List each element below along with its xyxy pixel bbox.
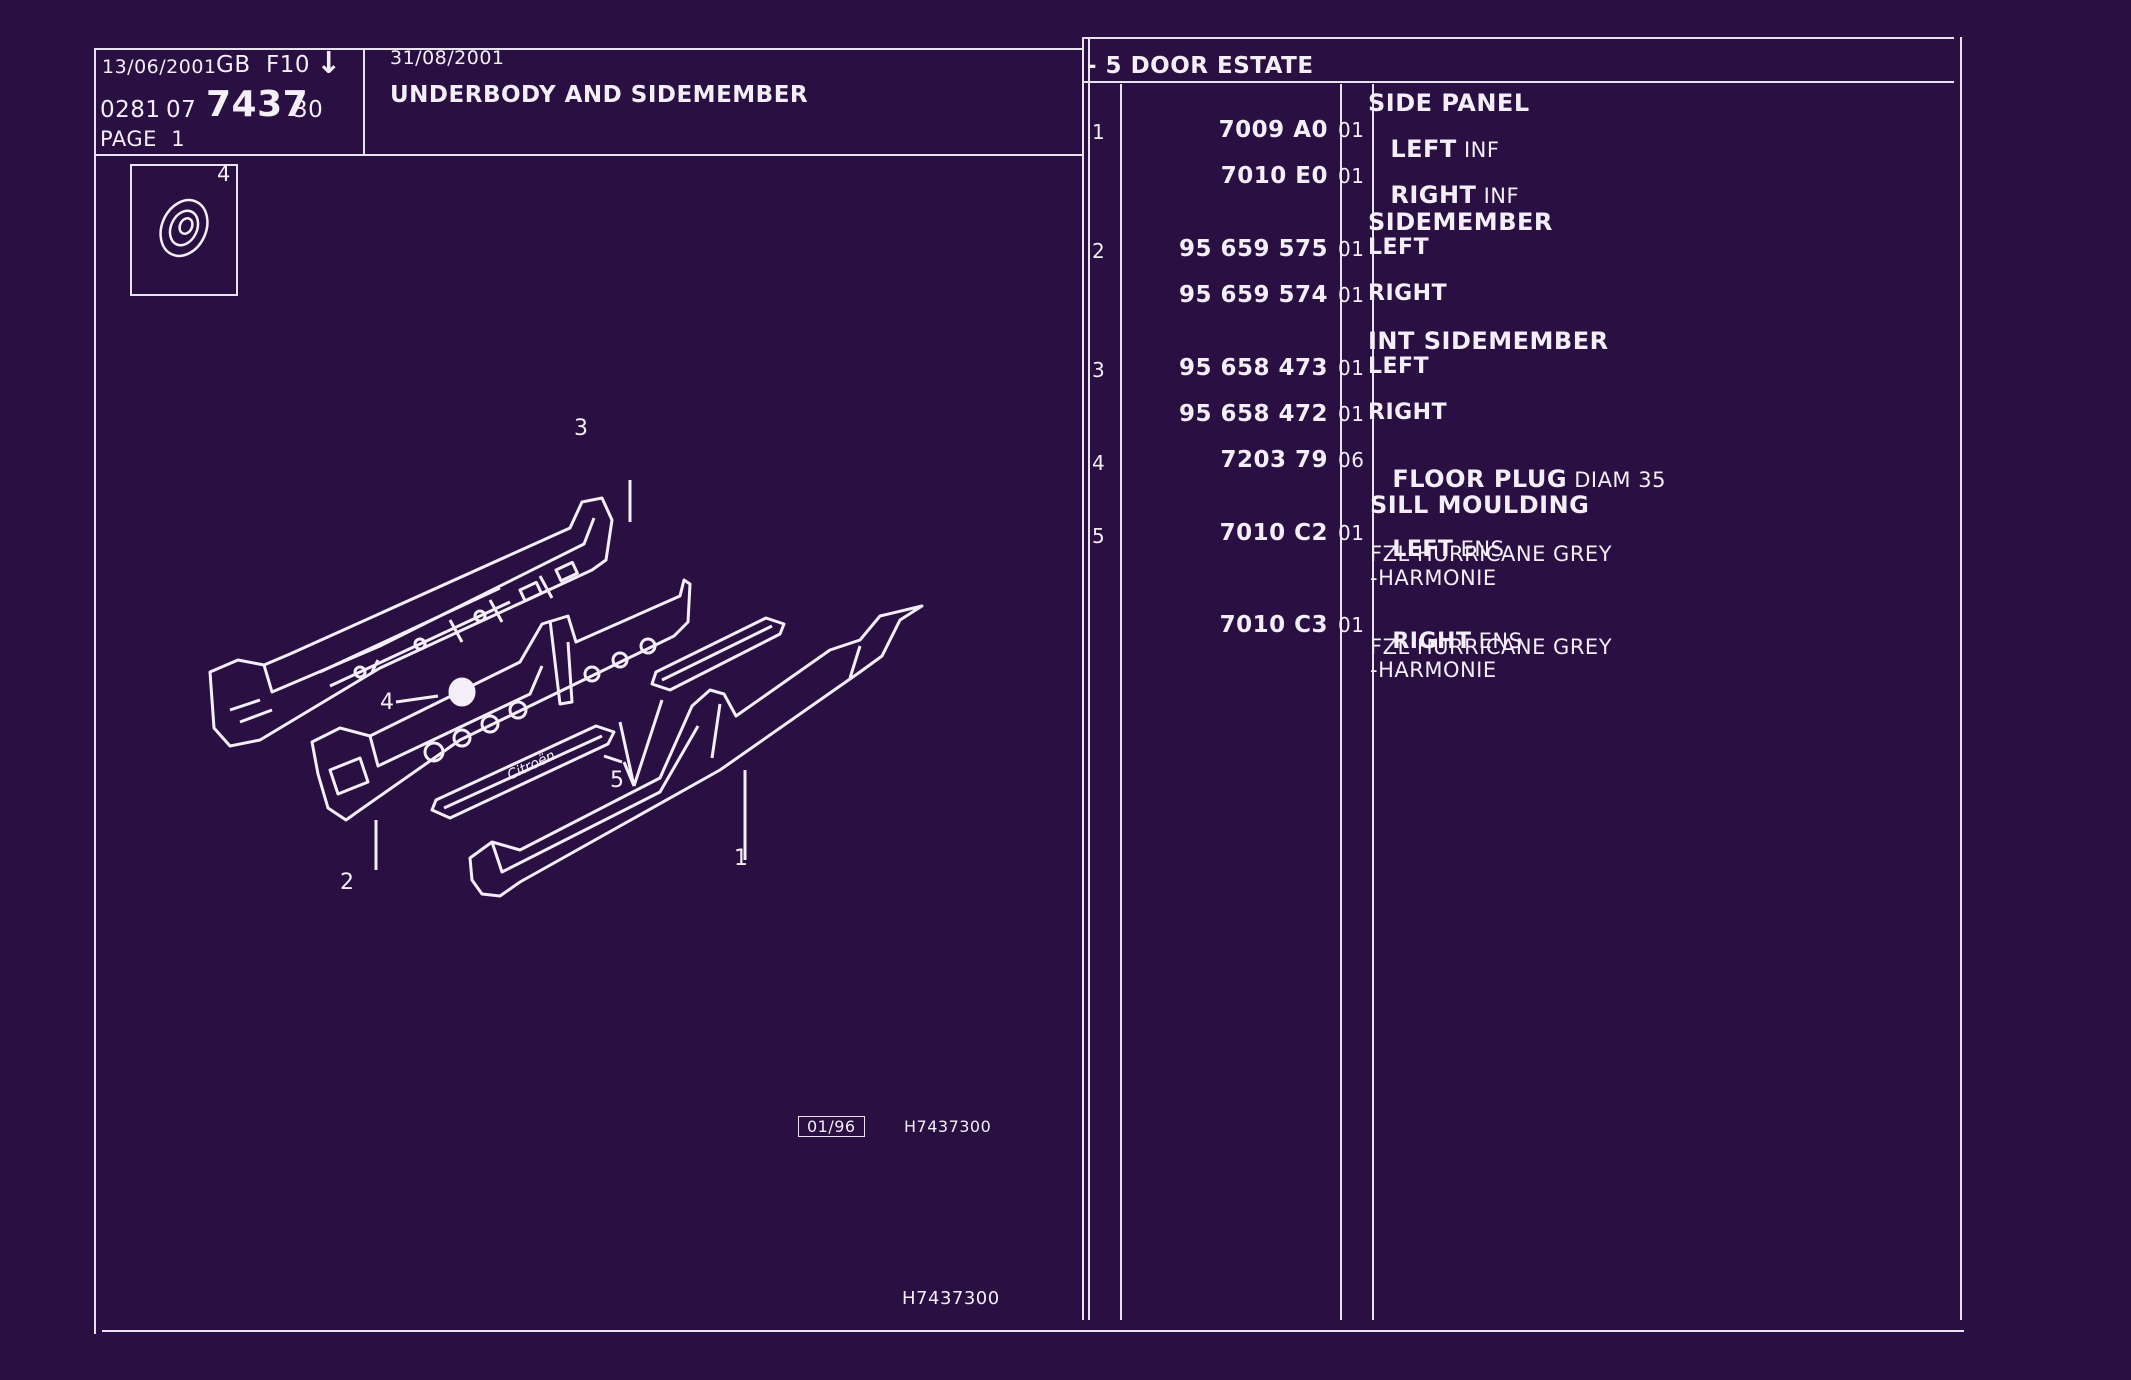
frame-bottom	[102, 1330, 1964, 1332]
part-heading: INT SIDEMEMBER	[1368, 327, 1609, 355]
part-qty: 01	[1338, 237, 1365, 261]
part-heading: RIGHT	[1392, 629, 1472, 654]
header-ref-main: 7437	[206, 84, 309, 125]
part-heading: RIGHT	[1368, 400, 1448, 425]
callout-4: 4	[380, 690, 395, 715]
inset-code: 01/96	[798, 1116, 865, 1137]
part-heading: FLOOR PLUG	[1392, 465, 1568, 493]
header-divider-right	[1084, 81, 1954, 83]
part-index: 2	[1092, 239, 1106, 263]
part-index: 5	[1092, 524, 1106, 548]
part-qty: 01	[1338, 521, 1365, 545]
header-page: PAGE 1	[100, 127, 186, 151]
callout-3: 3	[574, 416, 589, 441]
main-divider	[1082, 38, 1084, 1320]
bottom-ref: H7437300	[902, 1288, 1000, 1309]
part-desc-line: LEFT ENS	[1370, 518, 1504, 581]
header-ref-b: 07	[166, 97, 197, 123]
col-number-divider	[1120, 84, 1122, 1320]
part-desc: FZL HURRICANE GREY	[1370, 635, 1613, 659]
down-arrow-icon: ↓	[316, 46, 342, 81]
part-desc: INF	[1476, 184, 1520, 208]
page-title: UNDERBODY AND SIDEMEMBER	[390, 82, 809, 108]
part-qty: 01	[1338, 118, 1365, 142]
part-number: 7009 A0	[1218, 117, 1328, 143]
frame-top-left	[94, 48, 1084, 50]
part-desc-line: RIGHT ENS	[1370, 610, 1522, 673]
frame-left	[94, 48, 96, 1334]
part-3-int-sidemember	[208, 496, 614, 748]
part-desc: -HARMONIE	[1370, 566, 1497, 590]
part-desc: ENS	[1453, 537, 1505, 561]
header-divider-left	[94, 154, 1084, 156]
col-qty-divider	[1340, 84, 1342, 1320]
part-desc-line: RIGHT INF	[1368, 162, 1519, 228]
part-index: 1	[1092, 120, 1106, 144]
part-desc: ENS	[1471, 629, 1523, 653]
inset-box	[130, 164, 238, 296]
part-desc: DIAM 35	[1567, 468, 1666, 492]
part-1-side-panel	[468, 604, 924, 898]
part-qty: 01	[1338, 613, 1365, 637]
part-desc: INF	[1456, 138, 1500, 162]
part-heading: LEFT	[1392, 537, 1454, 562]
part-qty: 01	[1338, 283, 1365, 307]
part-desc-line: LEFT INF	[1368, 116, 1499, 182]
header-ref-c: 30	[293, 97, 324, 123]
part-2-sidemember	[310, 578, 692, 822]
callout-1: 1	[734, 846, 749, 871]
part-desc: -HARMONIE	[1370, 658, 1497, 682]
callout-2: 2	[340, 870, 355, 895]
part-heading: RIGHT	[1368, 281, 1448, 306]
header-code: F10	[266, 52, 310, 78]
part-heading: RIGHT	[1390, 181, 1477, 209]
frame-top-right	[1082, 37, 1954, 39]
part-heading: SIDE PANEL	[1368, 89, 1530, 117]
part-heading: SIDEMEMBER	[1368, 208, 1553, 236]
callout-4-inset: 4	[217, 162, 231, 186]
part-heading: LEFT	[1390, 135, 1457, 163]
header-country: GB	[216, 52, 251, 78]
part-qty: 06	[1338, 448, 1365, 472]
floor-plug-icon	[159, 198, 209, 258]
callout-5: 5	[610, 768, 625, 793]
header-ref-a: 0281	[100, 97, 161, 123]
part-number: 95 658 473	[1178, 355, 1328, 381]
header-date-left: 13/06/2001	[102, 56, 217, 78]
part-heading: LEFT	[1368, 354, 1430, 379]
part-qty: 01	[1338, 356, 1365, 380]
part-index: 3	[1092, 358, 1106, 382]
part-heading: SILL MOULDING	[1370, 491, 1590, 519]
part-qty: 01	[1338, 164, 1365, 188]
part-index: 4	[1092, 451, 1106, 475]
col-desc-divider	[1372, 84, 1374, 1320]
part-number: 7010 C2	[1219, 520, 1328, 546]
sidemember-exploded-drawing: Citroën	[208, 480, 924, 898]
part-5-sill-moulding-rear	[650, 616, 786, 692]
part-heading: LEFT	[1368, 235, 1430, 260]
header-date-mid: 31/08/2001	[390, 47, 505, 69]
inset-ref: H7437300	[904, 1117, 992, 1136]
part-desc: FZL HURRICANE GREY	[1370, 542, 1613, 566]
part-number: 7203 79	[1220, 447, 1328, 473]
col-index-divider	[1088, 38, 1090, 1320]
part-number: 7010 C3	[1219, 612, 1328, 638]
part-desc-line: FLOOR PLUG DIAM 35	[1370, 446, 1666, 512]
header-col-divider	[363, 48, 365, 154]
part-number: 95 659 574	[1178, 282, 1328, 308]
part-number: 7010 E0	[1220, 163, 1328, 189]
part-number: 95 659 575	[1178, 236, 1328, 262]
part-qty: 01	[1338, 402, 1365, 426]
frame-right	[1960, 37, 1962, 1320]
part-number: 95 658 472	[1178, 401, 1328, 427]
variant-title: - 5 DOOR ESTATE	[1087, 53, 1314, 79]
